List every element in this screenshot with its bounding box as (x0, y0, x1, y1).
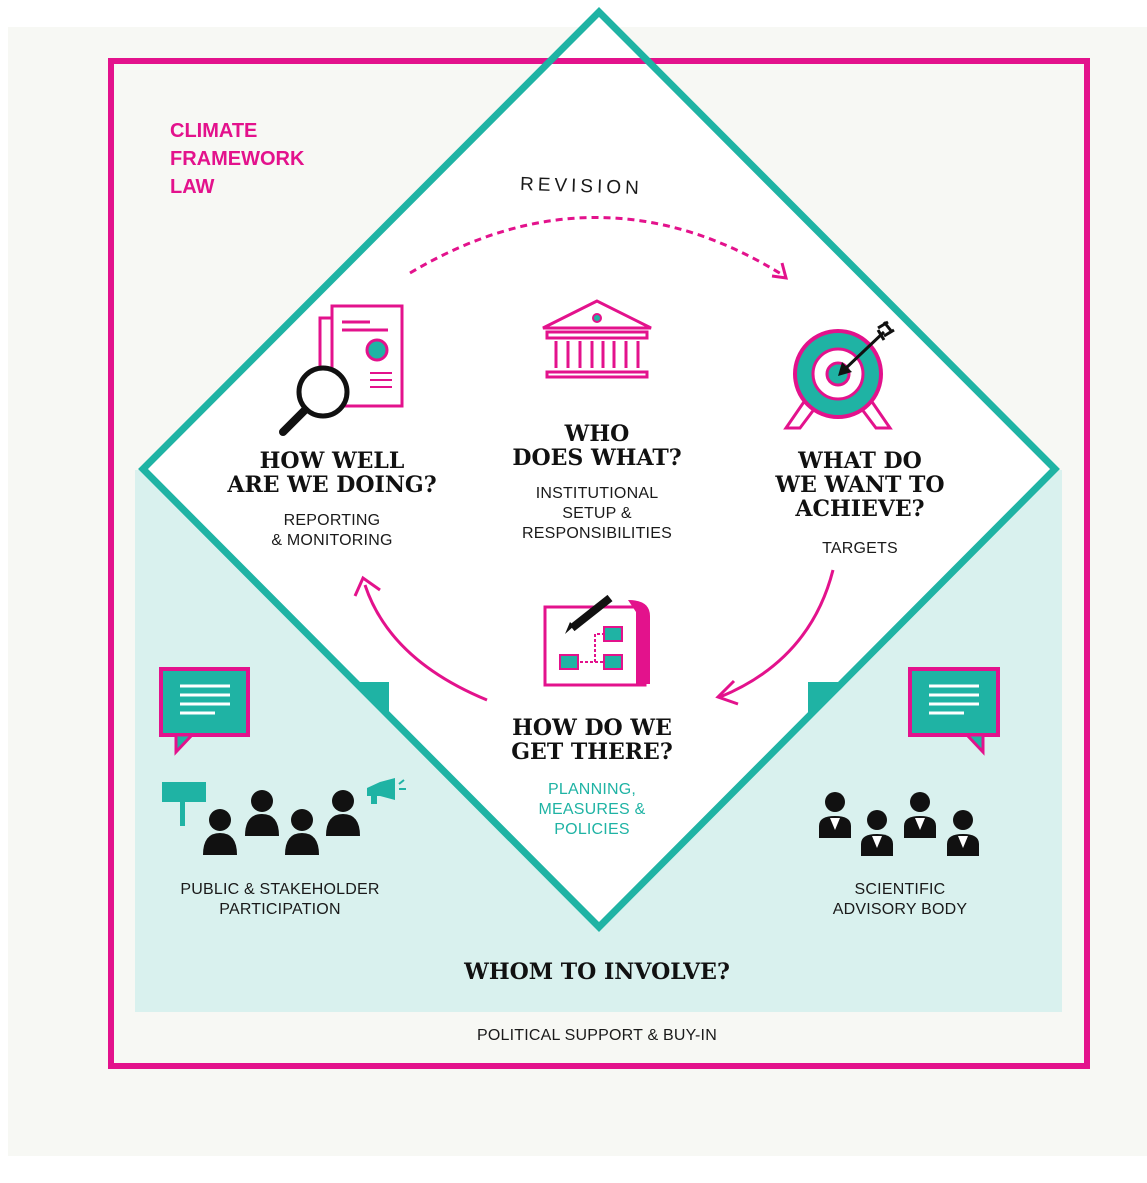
report-magnifier-icon (279, 304, 404, 436)
plan-pen-icon (543, 594, 650, 687)
frame-title: CLIMATE FRAMEWORK LAW (170, 120, 305, 198)
scientists-icon (819, 792, 979, 856)
what-do-subtitle: TARGETS (822, 540, 898, 557)
cycle-arrowhead-left (353, 575, 381, 597)
right-flap (808, 682, 841, 716)
framework-frame (108, 58, 1090, 1069)
diamond-outline (138, 7, 1060, 932)
who-subtitle: INSTITUTIONAL SETUP & RESPONSIBILITIES (522, 485, 672, 542)
how-well-subtitle: REPORTING & MONITORING (271, 512, 393, 549)
how-well-heading: HOW WELL ARE WE DOING? (227, 448, 437, 498)
revision-arrow (409, 216, 787, 279)
speech-bubble-icon (159, 667, 250, 756)
cycle-arrowhead-right (715, 679, 739, 706)
target-arrow-icon (783, 320, 895, 430)
whom-heading: WHOM TO INVOLVE? (464, 959, 730, 985)
cycle-arrow-right (719, 569, 835, 699)
left-flap (355, 682, 389, 716)
political-support-label: POLITICAL SUPPORT & BUY-IN (477, 1027, 717, 1044)
revision-arrowhead (771, 262, 789, 280)
revision-label: REVISION (519, 173, 644, 200)
how-do-subtitle: PLANNING, MEASURES & POLICIES (538, 781, 646, 838)
who-heading: WHO DOES WHAT? (512, 421, 682, 471)
cycle-arrow-left (363, 584, 488, 702)
institution-building-icon (542, 299, 652, 379)
how-do-heading: HOW DO WE GET THERE? (511, 715, 673, 765)
protest-people-icon (162, 778, 406, 855)
public-participation-label: PUBLIC & STAKEHOLDER PARTICIPATION (180, 881, 380, 918)
speech-bubble-icon (908, 667, 1000, 756)
scientific-body-label: SCIENTIFIC ADVISORY BODY (832, 881, 968, 918)
what-do-heading: WHAT DO WE WANT TO ACHIEVE? (775, 448, 945, 522)
